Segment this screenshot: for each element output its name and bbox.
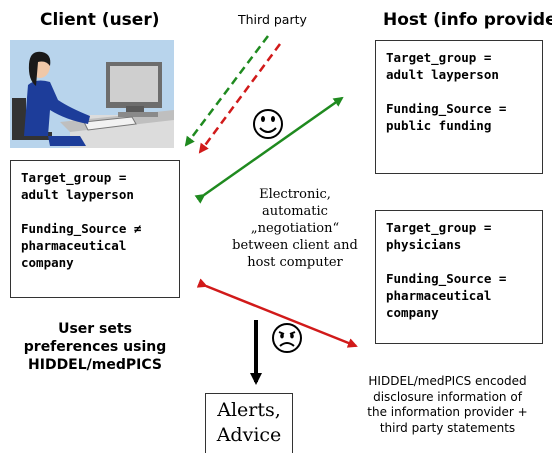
- host-heading: Host (info provider): [383, 10, 552, 30]
- smiley-sad-icon: [272, 323, 302, 353]
- alerts-advice-box: Alerts, Advice: [205, 393, 293, 453]
- host2-target-group: Target_group = physicians: [386, 220, 492, 252]
- third-party-green-arrow: [184, 35, 269, 147]
- match-arrow: [194, 96, 344, 204]
- host1-funding-source: Funding_Source = public funding: [386, 101, 507, 133]
- host-box-public: Target_group = adult layperson Funding_S…: [375, 40, 543, 174]
- mismatch-arrow: [196, 278, 358, 348]
- user-preferences-text: User sets preferences using HIDDEL/medPI…: [23, 321, 167, 373]
- host-disclosure-caption: HIDDEL/medPICS encoded disclosure inform…: [367, 374, 528, 435]
- smiley-happy-icon: [253, 109, 283, 139]
- computer-user-illustration: [10, 40, 174, 148]
- client-target-group: Target_group = adult layperson: [21, 170, 134, 202]
- host1-target-group: Target_group = adult layperson: [386, 50, 499, 82]
- client-heading: Client (user): [40, 10, 160, 30]
- client-preferences-box: Target_group = adult layperson Funding_S…: [10, 160, 180, 298]
- host2-funding-source: Funding_Source = pharmaceutical company: [386, 271, 507, 320]
- third-party-heading: Third party: [238, 12, 307, 27]
- client-funding-source: Funding_Source ≠ pharmaceutical company: [21, 221, 142, 270]
- host-box-pharma: Target_group = physicians Funding_Source…: [375, 210, 543, 344]
